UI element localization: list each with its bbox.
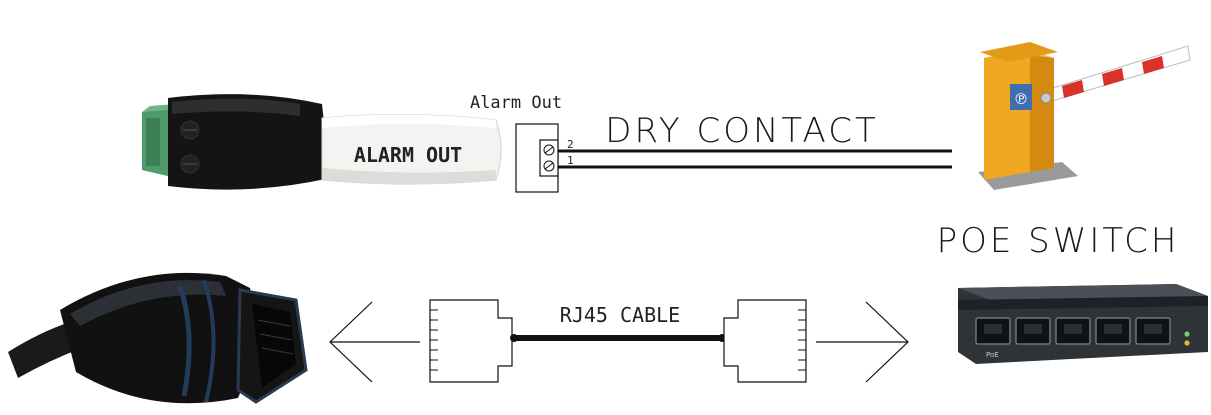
- terminal-pin-2: 2: [567, 138, 574, 151]
- alarm-out-terminal-label: Alarm Out: [470, 93, 562, 113]
- barrier-gate-icon: ℗: [978, 42, 1191, 190]
- switch-port-label: PoE: [986, 351, 999, 359]
- dry-contact-label: DRY CONTACT: [605, 111, 878, 151]
- poe-switch-icon: PoE: [958, 284, 1208, 364]
- alarm-out-connector-photo: ALARM OUT: [142, 94, 502, 190]
- rj45-jack-icon-left: [429, 299, 513, 383]
- terminal-pin-1: 1: [567, 154, 574, 167]
- svg-text:℗: ℗: [1014, 90, 1029, 108]
- rj45-plug-photo: [8, 272, 308, 404]
- dry-contact-wires: [558, 149, 952, 169]
- arrow-left-icon: [329, 301, 420, 383]
- sleeve-label: ALARM OUT: [354, 143, 462, 167]
- rj45-cable-label: RJ45 CABLE: [560, 303, 680, 327]
- alarm-out-terminal: Alarm Out 2 1: [470, 93, 574, 193]
- poe-switch-label: POE SWITCH: [937, 221, 1180, 261]
- arrow-right-icon: [816, 301, 909, 383]
- rj45-cable-line: [510, 334, 726, 342]
- rj45-jack-icon-right: [723, 299, 807, 383]
